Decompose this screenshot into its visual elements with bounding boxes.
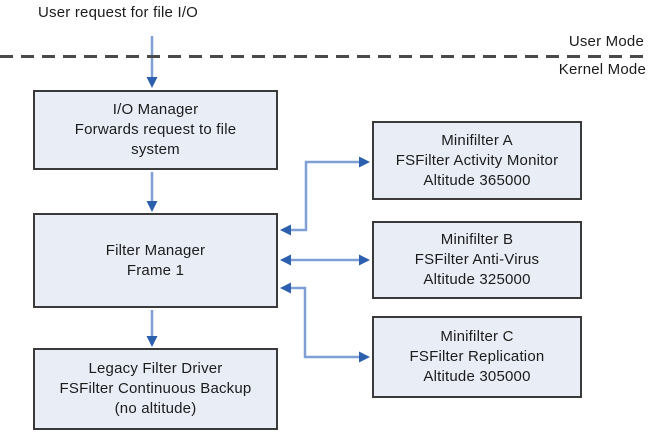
io-manager-title: I/O Manager xyxy=(112,101,199,118)
user-mode-label: User Mode xyxy=(568,33,644,50)
filter-manager-title: Filter Manager xyxy=(105,241,206,259)
legacy-filter-driver-box: Legacy Filter Driver FSFilter Continuous… xyxy=(33,348,278,430)
filter-manager-minifilter-c-connector xyxy=(280,282,370,363)
user-request-arrow xyxy=(146,36,158,88)
minifilter-b-altitude: Altitude 325000 xyxy=(423,271,531,288)
minifilter-a-altitude: Altitude 365000 xyxy=(423,171,531,189)
filter-manager-frame-label: Frame 1 xyxy=(126,261,185,279)
legacy-filter-altitude: (no altitude) xyxy=(114,400,197,417)
kernel-mode-label: Kernel Mode xyxy=(558,61,646,78)
minifilter-b-title: Minifilter B xyxy=(440,231,514,248)
minifilter-a-title: Minifilter A xyxy=(441,131,513,149)
filter-manager-minifilter-a-connector xyxy=(280,156,370,236)
filter-manager-minifilter-b-connector xyxy=(280,254,370,266)
minifilter-b-box: Minifilter B FSFilter Anti-Virus Altitud… xyxy=(372,221,582,299)
io-to-filter-manager-arrow xyxy=(146,172,158,212)
filter-manager-box: Filter Manager Frame 1 xyxy=(33,213,278,308)
user-kernel-mode-divider xyxy=(0,55,650,58)
legacy-filter-title: Legacy Filter Driver xyxy=(88,360,223,377)
minifilter-a-name: FSFilter Activity Monitor xyxy=(395,151,559,169)
minifilter-c-name: FSFilter Replication xyxy=(409,348,545,365)
legacy-filter-name: FSFilter Continuous Backup xyxy=(59,380,252,397)
user-request-label: User request for file I/O xyxy=(38,4,199,21)
filter-manager-to-legacy-arrow xyxy=(146,310,158,347)
minifilter-c-altitude: Altitude 305000 xyxy=(423,368,531,385)
io-manager-subtitle: Forwards request to file system xyxy=(74,121,237,158)
minifilter-b-name: FSFilter Anti-Virus xyxy=(414,251,540,268)
io-manager-box: I/O Manager Forwards request to file sys… xyxy=(33,90,278,170)
minifilter-c-title: Minifilter C xyxy=(440,328,514,345)
minifilter-c-box: Minifilter C FSFilter Replication Altitu… xyxy=(372,316,582,398)
minifilter-a-box: Minifilter A FSFilter Activity Monitor A… xyxy=(372,121,582,200)
